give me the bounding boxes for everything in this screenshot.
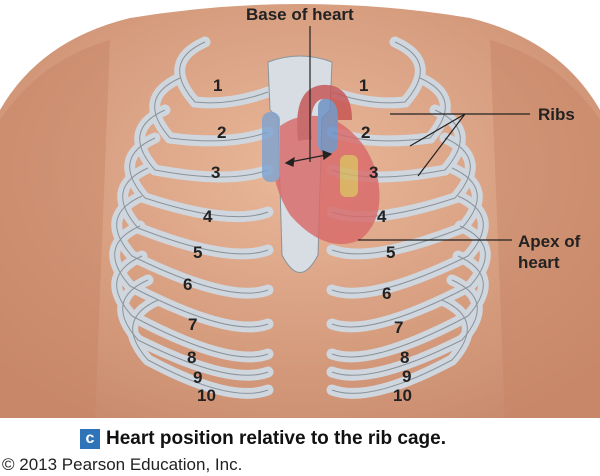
rib-edge-left-2 bbox=[154, 77, 269, 142]
rib-number-left-7: 7 bbox=[188, 315, 197, 334]
rib-number-right-5: 5 bbox=[386, 243, 395, 262]
figure-caption: c Heart position relative to the rib cag… bbox=[80, 428, 446, 450]
rib-edge-left-6 bbox=[116, 195, 269, 294]
rib-edge-left-10 bbox=[132, 299, 269, 394]
pulmonary-trunk bbox=[318, 98, 338, 153]
rib-number-left-2: 2 bbox=[217, 123, 226, 142]
pulmonary-vessels bbox=[340, 155, 358, 197]
superior-vena-cava bbox=[262, 112, 280, 182]
rib-number-left-9: 9 bbox=[193, 368, 202, 387]
heart bbox=[262, 84, 380, 245]
rib-number-right-10: 10 bbox=[393, 386, 412, 405]
right-arm-shadow bbox=[490, 40, 600, 420]
apex-label-line2: heart bbox=[518, 253, 560, 272]
rib-edge-right-6 bbox=[331, 195, 484, 294]
ribs-label: Ribs bbox=[538, 105, 575, 124]
rib-edge-left-8 bbox=[116, 255, 269, 358]
copyright-notice: © 2013 Pearson Education, Inc. bbox=[2, 455, 243, 474]
rib-edge-right-10 bbox=[331, 299, 468, 394]
rib-number-left-3: 3 bbox=[211, 163, 220, 182]
rib-edge-left-9 bbox=[122, 279, 269, 376]
rib-number-left-5: 5 bbox=[193, 243, 202, 262]
rib-edge-right-8 bbox=[331, 255, 484, 358]
rib-edge-left-4 bbox=[129, 137, 269, 218]
rib-edge-left-7 bbox=[114, 225, 269, 328]
rib-number-right-4: 4 bbox=[377, 207, 387, 226]
ribs-leader-2 bbox=[409, 113, 466, 147]
ribs-leader-3 bbox=[417, 113, 466, 177]
rib-edge-left-5 bbox=[122, 167, 269, 255]
left-arm-shadow bbox=[0, 40, 110, 420]
rib-edge-right-5 bbox=[331, 167, 478, 255]
rib-number-left-1: 1 bbox=[213, 76, 222, 95]
rib-number-right-9: 9 bbox=[402, 367, 411, 386]
rib-number-right-6: 6 bbox=[382, 284, 391, 303]
rib-number-right-3: 3 bbox=[369, 163, 378, 182]
rib-number-right-1: 1 bbox=[359, 76, 368, 95]
rib-number-left-10: 10 bbox=[197, 386, 216, 405]
base-arrow bbox=[284, 150, 333, 167]
rib-edge-right-7 bbox=[331, 225, 486, 328]
rib-edge-left-1 bbox=[179, 41, 269, 104]
heart-body bbox=[272, 115, 380, 245]
panel-letter-badge: c bbox=[80, 429, 100, 449]
rib-edge-right-1 bbox=[331, 41, 421, 104]
rib-number-left-8: 8 bbox=[187, 348, 196, 367]
rib-number-right-2: 2 bbox=[361, 123, 370, 142]
callout-lines bbox=[309, 26, 530, 241]
aorta bbox=[297, 84, 352, 141]
caption-text: Heart position relative to the rib cage. bbox=[106, 428, 446, 449]
rib-edge-right-9 bbox=[331, 279, 478, 376]
rib-number-right-8: 8 bbox=[400, 348, 409, 367]
rib-number-left-4: 4 bbox=[203, 207, 213, 226]
apex-label-line1: Apex of bbox=[518, 232, 581, 251]
caption-band bbox=[0, 418, 600, 476]
rib-number-right-7: 7 bbox=[394, 318, 403, 337]
rib-edge-left-3 bbox=[139, 109, 269, 178]
base-of-heart-label: Base of heart bbox=[246, 5, 354, 24]
rib-number-left-6: 6 bbox=[183, 275, 192, 294]
